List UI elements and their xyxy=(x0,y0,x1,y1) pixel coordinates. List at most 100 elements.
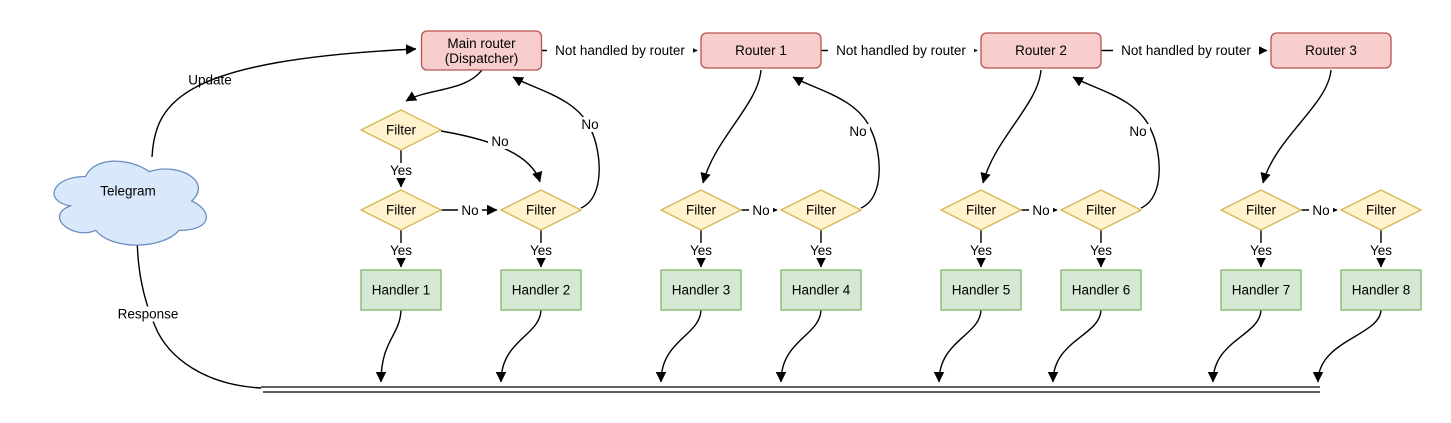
filter-c-no-return-edge xyxy=(512,76,600,209)
handler-7-box xyxy=(1220,269,1302,311)
yes-label-j: Yes xyxy=(1367,243,1395,258)
no-label-b: No xyxy=(458,203,482,218)
no-label-a-text: No xyxy=(491,134,508,149)
response-label-group: Response xyxy=(116,306,182,322)
filter-c-label: Filter xyxy=(526,203,557,218)
filter-g-diamond xyxy=(1059,189,1143,231)
no-label-f-bg xyxy=(1029,203,1053,218)
no-label-i: No xyxy=(1309,203,1333,218)
handler-4-box xyxy=(780,269,862,311)
yes-label-c-text: Yes xyxy=(530,243,552,258)
router-3-node: Router 3 xyxy=(1270,32,1392,69)
not-handled-label-1-bg xyxy=(547,42,693,59)
dispatcher-box xyxy=(420,30,543,71)
not-handled-label-2-bg xyxy=(828,42,974,59)
no-label-i-text: No xyxy=(1312,203,1329,218)
filter-b-diamond xyxy=(359,189,443,231)
router-3-box xyxy=(1270,32,1392,69)
yes-label-a: Yes xyxy=(387,163,415,178)
no-label-i-bg xyxy=(1309,203,1333,218)
dispatcher-label-line1: Main router xyxy=(447,36,516,51)
filter-f-diamond xyxy=(939,189,1023,231)
router-3-label: Router 3 xyxy=(1305,43,1357,58)
handler6-out-edge xyxy=(1047,309,1102,383)
router-2-box xyxy=(980,32,1102,69)
yes-label-d: Yes xyxy=(687,243,715,258)
router-1-label: Router 1 xyxy=(735,43,787,58)
router-2-label: Router 2 xyxy=(1015,43,1067,58)
yes-label-e: Yes xyxy=(807,243,835,258)
cloud-shape xyxy=(53,160,208,246)
yes-label-c: Yes xyxy=(527,243,555,258)
yes-label-i-text: Yes xyxy=(1250,243,1272,258)
not-handled-label-3-text: Not handled by router xyxy=(1121,43,1251,58)
handler7-out-edge xyxy=(1207,309,1262,383)
yes-label-d-text: Yes xyxy=(690,243,712,258)
not-handled-label-3: Not handled by router xyxy=(1113,42,1259,59)
handler-node-3: Handler 3 xyxy=(660,269,742,311)
yes-label-b: Yes xyxy=(387,243,415,258)
no-label-a-bg xyxy=(488,134,512,149)
no-label-c: No xyxy=(578,117,602,132)
yes-label-f: Yes xyxy=(967,243,995,258)
router-1-box xyxy=(700,32,822,69)
no-label-f-text: No xyxy=(1032,203,1049,218)
update-label: Update xyxy=(188,73,232,88)
router3-to-filter-edge xyxy=(1260,69,1332,184)
yes-label-a-bg xyxy=(387,163,415,178)
router1-to-filter-edge xyxy=(700,69,762,184)
yes-label-e-text: Yes xyxy=(810,243,832,258)
no-label-b-text: No xyxy=(461,203,478,218)
filter-g-label: Filter xyxy=(1086,203,1117,218)
filter-j-diamond xyxy=(1339,189,1423,231)
handler3-out-edge xyxy=(655,309,702,383)
handler-node-8: Handler 8 xyxy=(1340,269,1422,311)
handler-2-label: Handler 2 xyxy=(512,283,571,298)
response-label: Response xyxy=(118,307,179,322)
no-label-g-text: No xyxy=(1129,124,1146,139)
handler8-out-edge xyxy=(1312,309,1382,383)
filter-e-diamond xyxy=(779,189,863,231)
handler5-out-edge xyxy=(933,309,982,383)
filter-node-c: Filter xyxy=(499,189,583,231)
filter-f-label: Filter xyxy=(966,203,997,218)
handler-8-label: Handler 8 xyxy=(1352,283,1411,298)
handler-1-box xyxy=(360,269,442,311)
handler-node-6: Handler 6 xyxy=(1060,269,1142,311)
handler-6-label: Handler 6 xyxy=(1072,283,1131,298)
no-label-d-text: No xyxy=(752,203,769,218)
no-label-d: No xyxy=(749,203,773,218)
handler2-out-edge xyxy=(495,309,542,383)
edge-labels: Update Response Not handled by router No… xyxy=(116,42,1395,322)
dispatcher-to-filter-edge xyxy=(405,69,483,102)
filter-i-diamond xyxy=(1219,189,1303,231)
yes-label-f-text: Yes xyxy=(970,243,992,258)
handler-node-7: Handler 7 xyxy=(1220,269,1302,311)
not-handled-label-3-bg xyxy=(1113,42,1259,59)
filter-e-no-return-edge xyxy=(792,76,880,209)
filter-j-label: Filter xyxy=(1366,203,1397,218)
filter-i-label: Filter xyxy=(1246,203,1277,218)
no-label-e-text: No xyxy=(849,124,866,139)
yes-label-i-bg xyxy=(1247,243,1275,258)
yes-label-f-bg xyxy=(967,243,995,258)
handler-6-box xyxy=(1060,269,1142,311)
no-label-a: No xyxy=(488,134,512,149)
filter-a-diamond xyxy=(359,109,443,151)
filter-node-i: Filter xyxy=(1219,189,1303,231)
handler-1-label: Handler 1 xyxy=(372,283,431,298)
dispatcher-label-line2: (Dispatcher) xyxy=(445,51,519,66)
filter-c-diamond xyxy=(499,189,583,231)
not-handled-label-1: Not handled by router xyxy=(547,42,693,59)
handler-5-box xyxy=(940,269,1022,311)
response-edge xyxy=(131,231,262,389)
yes-label-d-bg xyxy=(687,243,715,258)
filter-a-label: Filter xyxy=(386,123,417,138)
filter-node-d: Filter xyxy=(659,189,743,231)
yes-label-g-text: Yes xyxy=(1090,243,1112,258)
filter-node-b: Filter xyxy=(359,189,443,231)
yes-label-b-bg xyxy=(387,243,415,258)
filter-e-label: Filter xyxy=(806,203,837,218)
